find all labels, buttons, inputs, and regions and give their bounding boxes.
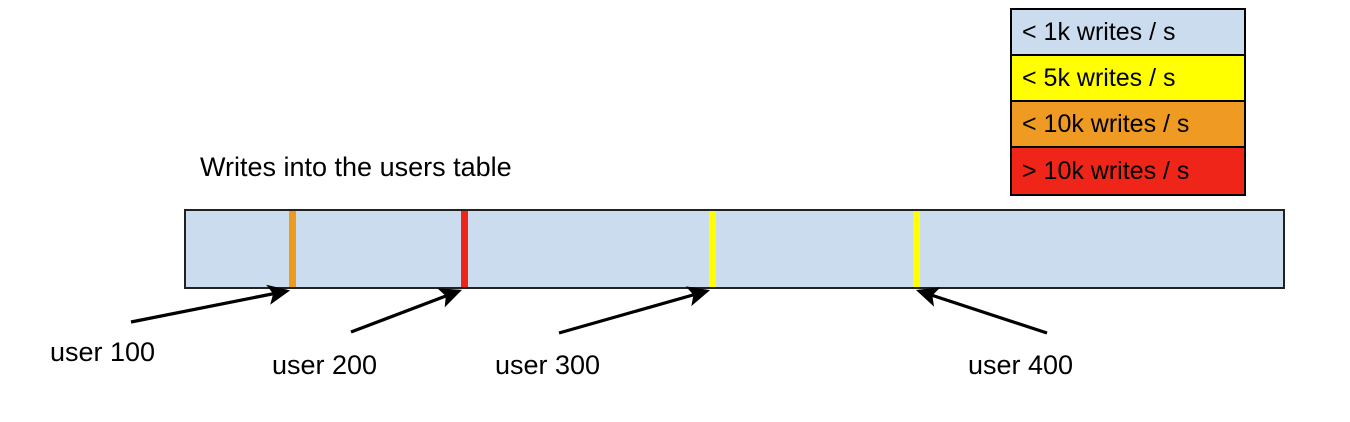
legend: < 1k writes / s < 5k writes / s < 10k wr… bbox=[1010, 8, 1246, 196]
user-100-arrow bbox=[130, 284, 291, 324]
legend-label-under-10k: < 10k writes / s bbox=[1022, 109, 1190, 138]
legend-label-under-5k: < 5k writes / s bbox=[1022, 63, 1176, 92]
user-300-arrow bbox=[558, 286, 711, 335]
legend-row-under-1k: < 1k writes / s bbox=[1012, 10, 1244, 56]
user-100-label: user 100 bbox=[50, 337, 156, 367]
user-200-label: user 200 bbox=[272, 350, 378, 380]
user-100-stripe bbox=[289, 211, 296, 287]
legend-row-under-10k: < 10k writes / s bbox=[1012, 102, 1244, 148]
user-300-stripe bbox=[709, 211, 716, 287]
user-200-arrow bbox=[350, 288, 462, 334]
user-400-stripe bbox=[913, 211, 920, 287]
user-300-label: user 300 bbox=[495, 350, 601, 380]
user-200-stripe bbox=[461, 211, 468, 287]
keyspace-bar bbox=[184, 209, 1285, 289]
user-400-arrow bbox=[915, 287, 1048, 335]
chart-title: Writes into the users table bbox=[200, 152, 512, 182]
legend-row-under-5k: < 5k writes / s bbox=[1012, 56, 1244, 102]
user-400-label: user 400 bbox=[968, 350, 1074, 380]
legend-label-over-10k: > 10k writes / s bbox=[1022, 156, 1190, 185]
legend-row-over-10k: > 10k writes / s bbox=[1012, 148, 1244, 194]
legend-label-under-1k: < 1k writes / s bbox=[1022, 17, 1176, 46]
